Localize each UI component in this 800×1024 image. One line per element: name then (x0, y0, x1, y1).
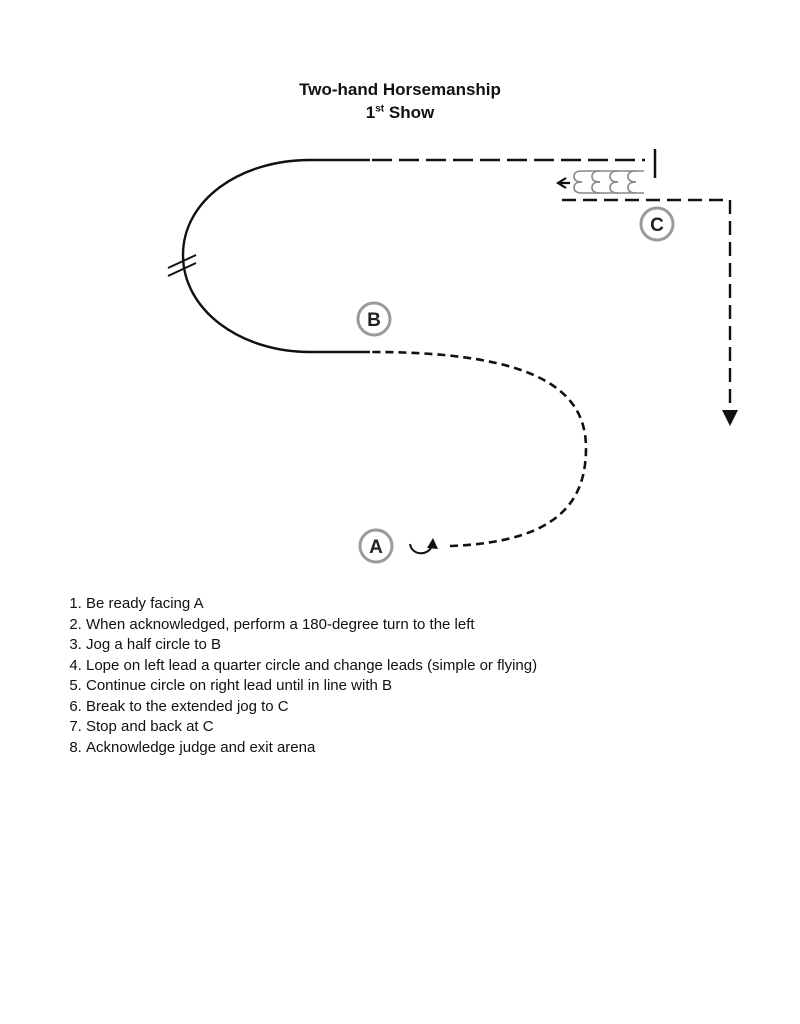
list-item: Be ready facing A (86, 594, 786, 615)
marker-b: B (356, 301, 392, 337)
list-item: Lope on left lead a quarter circle and c… (86, 656, 786, 677)
exit-path (562, 198, 732, 410)
exit-arrow (722, 410, 738, 426)
show-suffix: st (375, 103, 385, 115)
show-number: 1 (365, 103, 376, 122)
lead-change-mark (167, 254, 197, 277)
turn-arrow-head (427, 538, 438, 549)
list-item: Stop and back at C (86, 717, 786, 738)
backup-loops (573, 170, 644, 194)
marker-c-label: C (650, 215, 664, 236)
marker-b-label: B (367, 310, 381, 331)
marker-c: C (639, 206, 675, 242)
marker-a: A (358, 528, 394, 564)
jog-half-circle (371, 350, 588, 548)
show-label: 1st Show (0, 101, 800, 124)
list-item: Continue circle on right lead until in l… (86, 676, 786, 697)
list-item: Jog a half circle to B (86, 635, 786, 656)
marker-a-label: A (369, 537, 383, 558)
backup-arrow (555, 177, 570, 189)
pattern-steps-list: Be ready facing A When acknowledged, per… (50, 594, 786, 758)
list-item: When acknowledged, perform a 180-degree … (86, 615, 786, 636)
list-item: Break to the extended jog to C (86, 697, 786, 718)
pattern-title-block: Two-hand Horsemanship 1st Show (0, 78, 800, 124)
list-item: Acknowledge judge and exit arena (86, 738, 786, 759)
lope-half-circle (181, 158, 370, 354)
show-word: Show (388, 103, 435, 122)
pattern-title: Two-hand Horsemanship (299, 80, 501, 99)
pattern-diagram: A B C (167, 149, 738, 564)
